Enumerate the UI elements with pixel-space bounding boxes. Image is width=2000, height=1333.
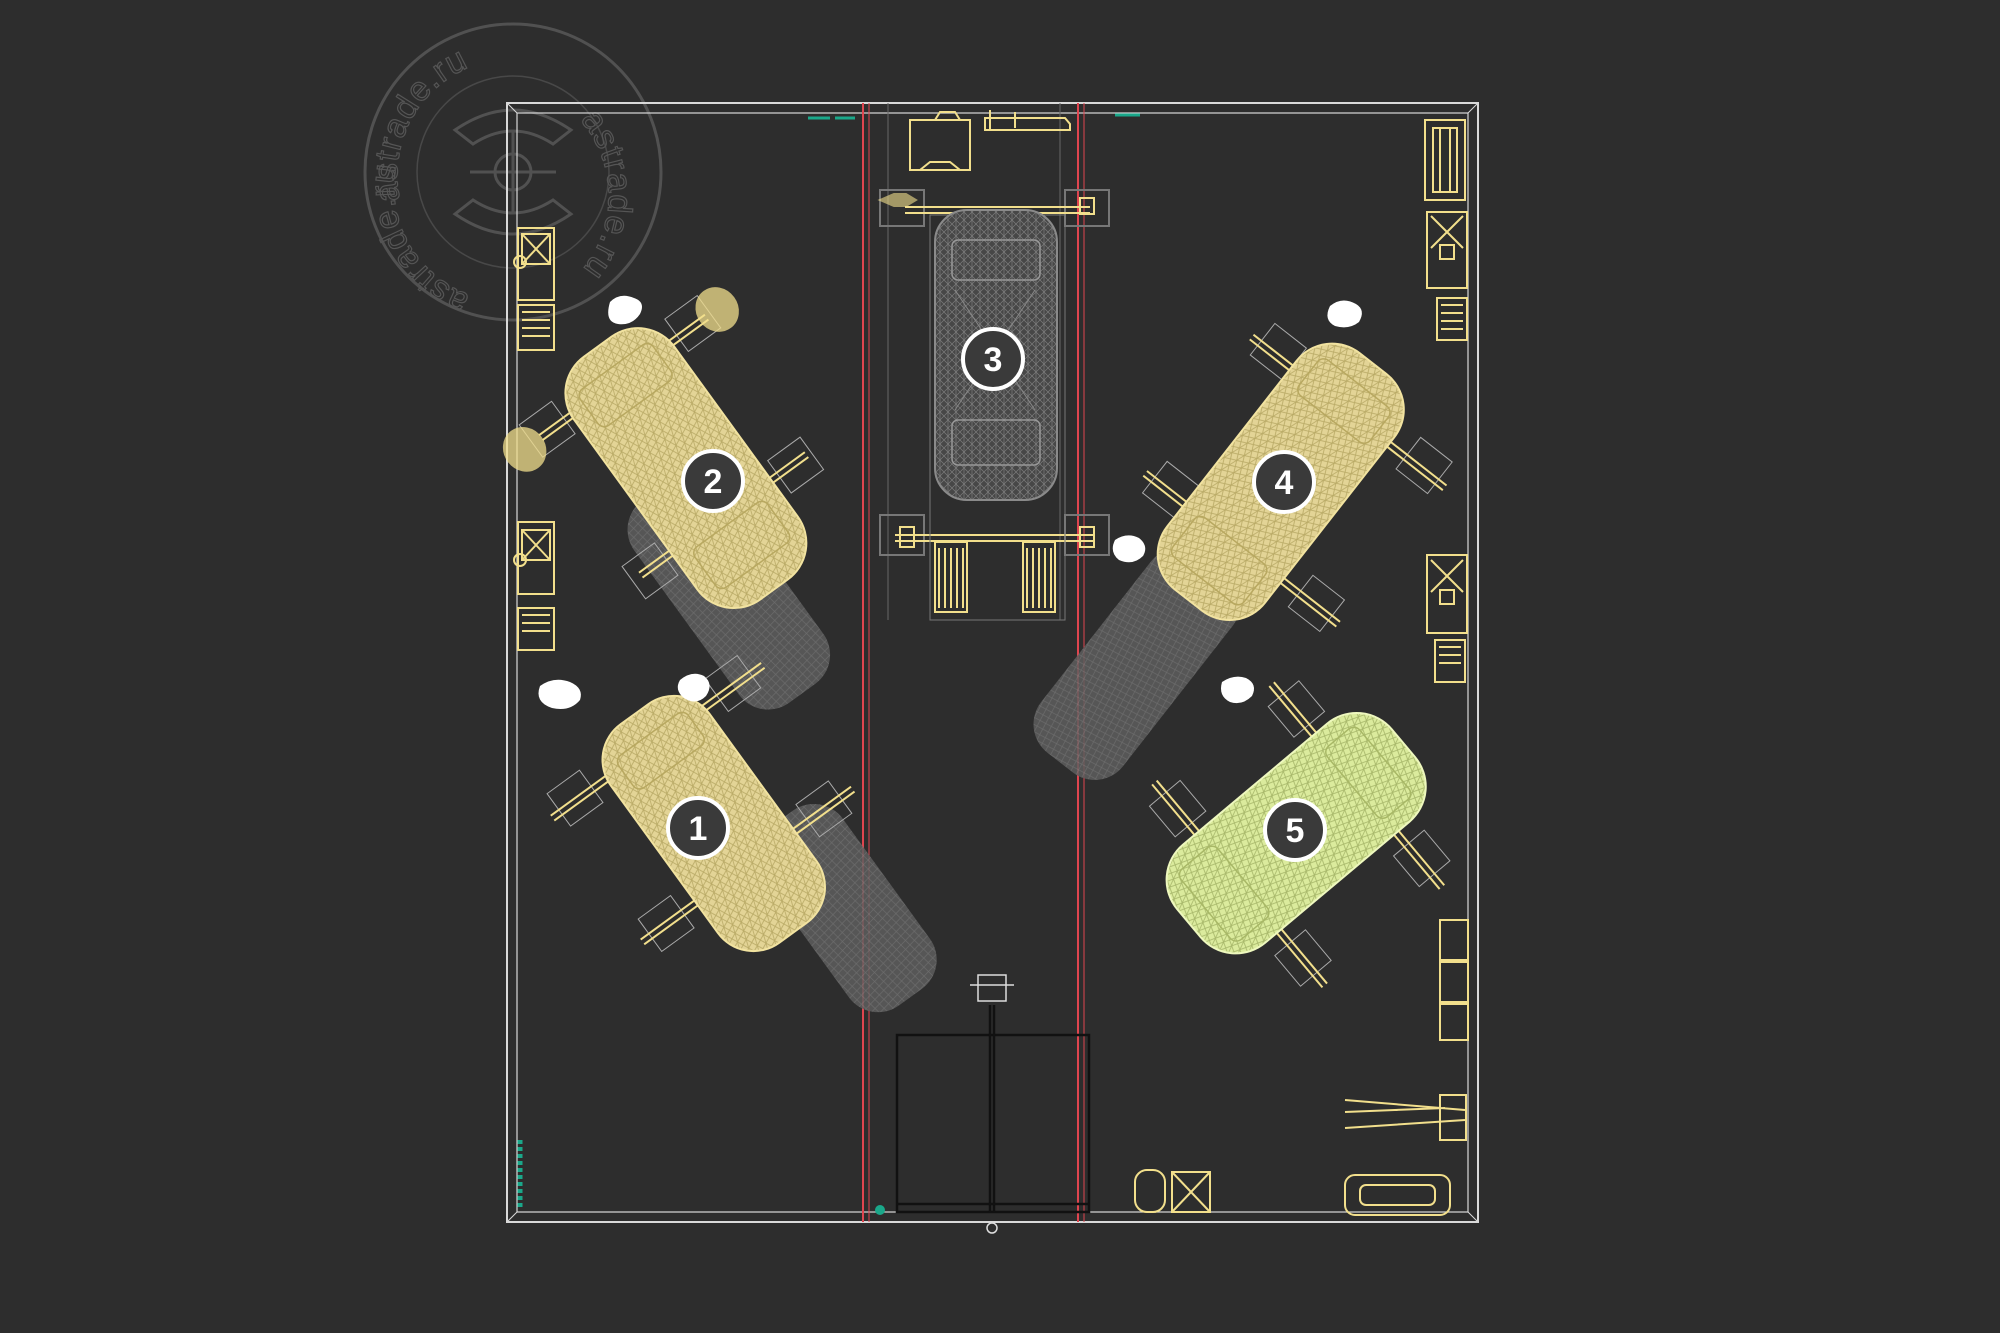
right-wall-equipment (1134, 119, 1469, 1216)
post-label-5: 5 (1286, 812, 1305, 850)
post-label-3: 3 (984, 341, 1003, 379)
entrance-gate (895, 974, 1091, 1234)
car-4-ghost (1033, 547, 1241, 780)
wall-door-markers (517, 113, 1140, 1215)
post-label-4: 4 (1275, 464, 1294, 502)
tool-carts (538, 295, 1362, 709)
post-badge-5: 5 (1263, 798, 1327, 862)
post-badge-4: 4 (1252, 450, 1316, 514)
post-label-1: 1 (689, 810, 708, 848)
post-label-2: 2 (704, 463, 723, 501)
post-badge-2: 2 (681, 449, 745, 513)
watermark-text-right: astrade.ru (574, 102, 639, 288)
left-wall-equipment (513, 227, 555, 651)
post-badge-3: 3 (961, 327, 1025, 391)
post-badge-1: 1 (666, 796, 730, 860)
lift-2-equipment (502, 287, 825, 600)
watermark-logo: astrade.ru astrade.ru astrade.ru (363, 22, 663, 323)
